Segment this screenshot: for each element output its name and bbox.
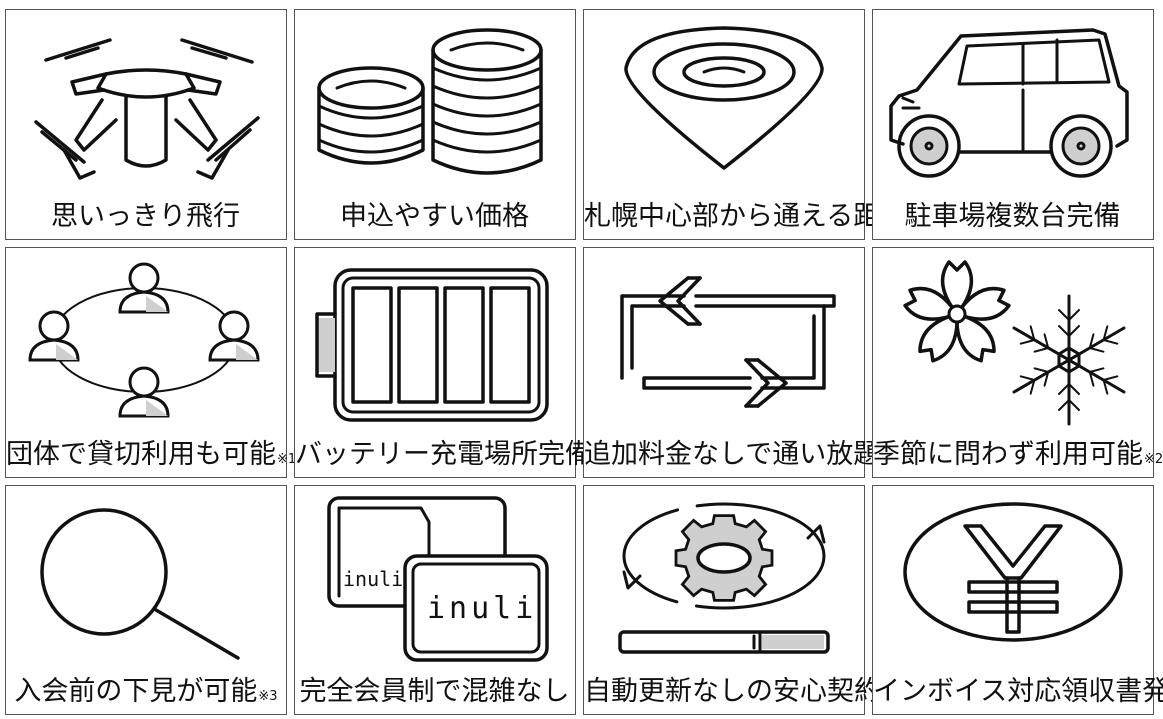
feature-card-unlimited: 追加料金なしで通い放題※2 — [583, 247, 900, 478]
drone-icon — [34, 38, 260, 180]
feature-label: 入会前の下見が可能 — [14, 676, 258, 707]
feature-label: 自動更新なしの安心契約 — [584, 676, 881, 707]
feature-label: 思いっきり飛行 — [51, 201, 240, 232]
feature-note: ※2 — [1144, 452, 1163, 467]
feature-label: 駐車場複数台完備 — [904, 201, 1121, 232]
feature-label: 申込やすい価格 — [340, 201, 529, 232]
feature-card-seasons: 季節に問わず利用可能※2 — [872, 247, 1163, 478]
coins-icon — [317, 28, 543, 175]
feature-card-membership: inuli inuli 完全会員制で混雑なし — [294, 485, 576, 715]
location-pin-icon — [624, 26, 824, 170]
feature-label: 団体で貸切利用も可能 — [6, 439, 276, 470]
membership-card-back-text: inuli — [343, 567, 403, 591]
feature-card-battery: バッテリー充電場所完備 — [294, 247, 592, 478]
feature-label: 追加料金なしで通い放題 — [584, 439, 881, 470]
feature-card-invoice: インボイス対応領収書発行 — [872, 485, 1163, 715]
flower-snowflake-icon — [903, 260, 1126, 426]
yen-icon — [903, 502, 1123, 642]
feature-card-drone: 思いっきり飛行 — [5, 9, 287, 240]
feature-note: ※1 — [277, 452, 297, 467]
feature-card-contract: 自動更新なしの安心契約※4 — [583, 485, 901, 715]
feature-label: 季節に問わず利用可能 — [873, 439, 1143, 470]
feature-label: 完全会員制で混雑なし — [299, 676, 570, 707]
battery-icon — [315, 268, 549, 422]
car-icon — [889, 28, 1129, 178]
feature-note: ※3 — [258, 689, 278, 704]
feature-label: バッテリー充電場所完備 — [295, 439, 592, 470]
feature-card-preview: 入会前の下見が可能※3 — [5, 485, 287, 715]
repeat-arrows-icon — [620, 276, 836, 408]
feature-card-parking: 駐車場複数台完備 — [872, 9, 1154, 240]
membership-cards-icon: inuli inuli — [327, 496, 549, 662]
gear-cycle-icon — [618, 502, 830, 654]
magnifier-icon — [40, 508, 240, 660]
feature-label: インボイス対応領収書発行 — [873, 676, 1163, 707]
membership-card-front-text: inuli — [427, 591, 537, 626]
feature-label: 札幌中心部から通える距離 — [584, 201, 908, 232]
feature-card-distance: 札幌中心部から通える距離 — [583, 9, 907, 240]
group-people-icon — [28, 262, 260, 418]
feature-card-price: 申込やすい価格 — [294, 9, 576, 240]
feature-card-group: 団体で貸切利用も可能※1 — [5, 247, 296, 478]
